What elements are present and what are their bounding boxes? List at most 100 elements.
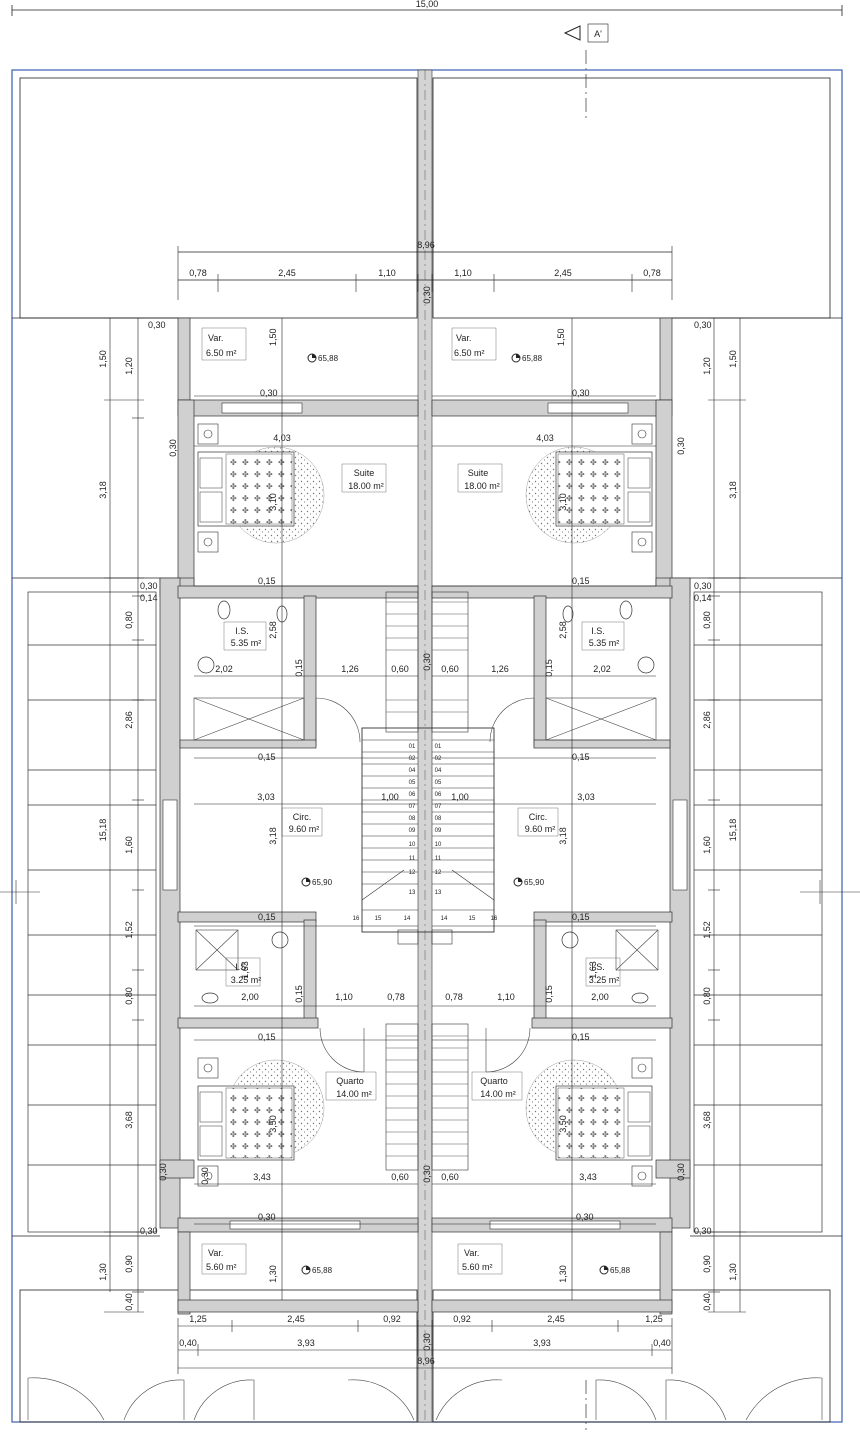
svg-text:13: 13 xyxy=(435,890,442,896)
room-is-upper-right: I.S. 5.35 m² xyxy=(581,621,625,651)
svg-text:5.60 m²: 5.60 m² xyxy=(206,1262,237,1272)
svg-text:I.S.: I.S. xyxy=(591,626,605,636)
svg-text:0,15: 0,15 xyxy=(258,912,276,922)
svg-text:1,60: 1,60 xyxy=(702,836,712,854)
svg-text:4,03: 4,03 xyxy=(273,433,291,443)
room-varanda-top-right: Var. 6.50 m² xyxy=(451,327,497,361)
svg-text:1,10: 1,10 xyxy=(497,992,515,1002)
svg-text:0,78: 0,78 xyxy=(189,268,207,278)
svg-text:65,88: 65,88 xyxy=(610,1266,631,1275)
svg-text:0,15: 0,15 xyxy=(544,659,554,677)
svg-text:3,50: 3,50 xyxy=(268,1115,278,1133)
svg-text:0,78: 0,78 xyxy=(387,992,405,1002)
svg-text:1,50: 1,50 xyxy=(556,328,566,346)
stair-core xyxy=(361,591,495,1171)
svg-text:3,18: 3,18 xyxy=(558,827,568,845)
interior-dimension-labels: 0,30 0,30 1,50 1,50 4,03 4,03 0,30 3,10 … xyxy=(168,328,611,1282)
svg-text:Var.: Var. xyxy=(208,333,223,343)
svg-text:3,10: 3,10 xyxy=(558,493,568,511)
svg-text:06: 06 xyxy=(435,792,442,798)
svg-text:12: 12 xyxy=(435,870,442,876)
svg-text:04: 04 xyxy=(409,768,416,774)
top-overall-label: 15,00 xyxy=(416,0,439,9)
svg-text:Circ.: Circ. xyxy=(293,812,312,822)
svg-text:0,80: 0,80 xyxy=(702,611,712,629)
svg-text:Circ.: Circ. xyxy=(529,812,548,822)
svg-text:0,30: 0,30 xyxy=(694,581,712,591)
room-varanda-bottom-right: Var. 5.60 m² xyxy=(457,1243,503,1275)
room-circ-left: Circ. 9.60 m² xyxy=(281,807,323,837)
svg-text:1,50: 1,50 xyxy=(728,350,738,368)
room-suite-right: Suite 18.00 m² xyxy=(457,463,503,493)
svg-text:0,30: 0,30 xyxy=(694,320,712,330)
svg-text:5.35 m²: 5.35 m² xyxy=(589,638,620,648)
svg-text:0,60: 0,60 xyxy=(391,664,409,674)
svg-text:12: 12 xyxy=(409,870,416,876)
bed-upper-right xyxy=(525,446,653,544)
center-party-wall xyxy=(417,69,433,1423)
level-marker: 65,88 xyxy=(307,353,339,363)
lower-total-label: 8,96 xyxy=(417,1356,435,1366)
svg-text:2,00: 2,00 xyxy=(241,992,259,1002)
svg-text:3,03: 3,03 xyxy=(257,792,275,802)
left-vertical-dimensions: 1,50 1,20 0,30 3,18 0,30 0,14 15,18 0,80… xyxy=(98,317,168,1313)
svg-text:0,90: 0,90 xyxy=(702,1255,712,1273)
svg-text:0,60: 0,60 xyxy=(441,664,459,674)
room-varanda-top-left: Var. 6.50 m² xyxy=(201,327,247,361)
svg-text:07: 07 xyxy=(435,804,442,810)
svg-text:65,88: 65,88 xyxy=(522,354,543,363)
svg-text:Var.: Var. xyxy=(464,1248,479,1258)
svg-text:14.00 m²: 14.00 m² xyxy=(480,1089,516,1099)
svg-text:4,03: 4,03 xyxy=(536,433,554,443)
svg-text:Var.: Var. xyxy=(208,1248,223,1258)
svg-text:1,25: 1,25 xyxy=(189,1314,207,1324)
sanitary-fixtures xyxy=(197,600,655,1004)
svg-text:65,88: 65,88 xyxy=(312,1266,333,1275)
svg-text:2,00: 2,00 xyxy=(591,992,609,1002)
svg-text:6.50 m²: 6.50 m² xyxy=(454,348,485,358)
svg-text:I.S.: I.S. xyxy=(591,962,605,972)
svg-text:0,30: 0,30 xyxy=(572,388,590,398)
svg-text:07: 07 xyxy=(409,804,416,810)
svg-text:I.S.: I.S. xyxy=(235,626,249,636)
room-is-lower-left: I.S. 3.25 m² xyxy=(225,957,261,987)
right-strip xyxy=(693,591,823,1233)
svg-text:1,60: 1,60 xyxy=(124,836,134,854)
svg-text:0,60: 0,60 xyxy=(391,1172,409,1182)
room-is-lower-right: I.S. 3.25 m² xyxy=(585,957,621,987)
svg-text:1,25: 1,25 xyxy=(645,1314,663,1324)
svg-text:0,92: 0,92 xyxy=(453,1314,471,1324)
svg-text:02: 02 xyxy=(435,756,442,762)
svg-text:3,18: 3,18 xyxy=(268,827,278,845)
svg-text:14.00 m²: 14.00 m² xyxy=(336,1089,372,1099)
svg-text:0,30: 0,30 xyxy=(140,1226,158,1236)
svg-text:3,93: 3,93 xyxy=(533,1338,551,1348)
svg-text:0,15: 0,15 xyxy=(572,752,590,762)
svg-text:3,03: 3,03 xyxy=(577,792,595,802)
svg-text:09: 09 xyxy=(409,828,416,834)
svg-text:14: 14 xyxy=(441,916,448,922)
svg-text:1,20: 1,20 xyxy=(702,357,712,375)
svg-text:0,92: 0,92 xyxy=(383,1314,401,1324)
svg-text:0,30: 0,30 xyxy=(422,653,432,671)
svg-text:0,78: 0,78 xyxy=(643,268,661,278)
svg-text:1,30: 1,30 xyxy=(268,1265,278,1283)
top-overall-dimension: 15,00 xyxy=(11,0,843,16)
svg-text:0,15: 0,15 xyxy=(572,1032,590,1042)
svg-text:0,30: 0,30 xyxy=(422,1165,432,1183)
level-marker: 65,88 xyxy=(599,1265,631,1275)
shower-boxes xyxy=(193,697,659,971)
svg-text:Var.: Var. xyxy=(456,333,471,343)
section-marker: A' xyxy=(563,23,609,1430)
svg-text:1,00: 1,00 xyxy=(381,792,399,802)
upper-total-label: 8,96 xyxy=(417,240,435,250)
svg-text:9.60 m²: 9.60 m² xyxy=(289,824,320,834)
svg-text:0,30: 0,30 xyxy=(676,1163,686,1181)
bed-upper-left xyxy=(197,446,325,544)
level-marker: 65,88 xyxy=(511,353,543,363)
svg-text:04: 04 xyxy=(435,768,442,774)
level-marker: 65,88 xyxy=(301,1265,333,1275)
upper-total-dimension: 8,96 xyxy=(177,240,673,300)
svg-text:65,90: 65,90 xyxy=(524,878,545,887)
svg-text:0,40: 0,40 xyxy=(124,1293,134,1311)
